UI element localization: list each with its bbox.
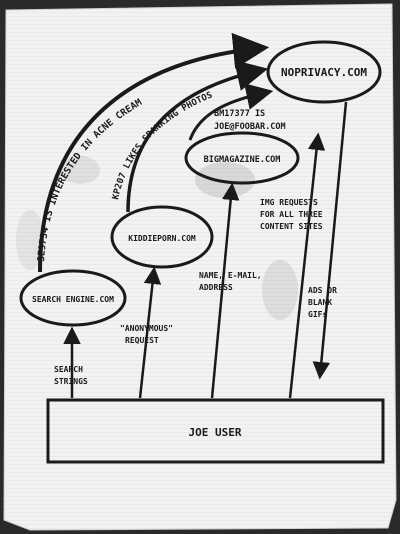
smudge [16, 210, 44, 270]
bigmag-id-line1: BM17377 IS [214, 109, 265, 119]
name-email-line1: NAME, E-MAIL, [199, 271, 262, 280]
name-email-line2: ADDRESS [199, 283, 233, 292]
anonymous-line1: "ANONYMOUS" [120, 324, 173, 333]
napkin-paper [3, 3, 397, 531]
bigmag-id-line2: JOE@FOOBAR.COM [214, 122, 286, 132]
search-strings-line1: SEARCH [54, 365, 83, 374]
joeuser-box [46, 398, 385, 464]
bigmagazine-node [184, 131, 300, 185]
bigmagazine-label: BIGMAGAZINE.COM [204, 155, 281, 165]
smudge [262, 260, 298, 320]
name-email-arrow [210, 182, 240, 399]
ads-gifs-arrow [312, 101, 348, 380]
img-requests-line2: FOR ALL THREE [260, 210, 323, 219]
joeuser-label: JOE USER [189, 426, 242, 439]
ads-line3: GIFs [308, 310, 327, 319]
kiddieporn-node [110, 205, 214, 269]
kiddie-to-noprivacy-arrow [126, 60, 269, 213]
searchengine-node [19, 269, 127, 327]
img-requests-line3: CONTENT SITES [260, 222, 323, 231]
ads-line1: ADS OR [308, 286, 337, 295]
noprivacy-label: NOPRIVACY.COM [281, 66, 367, 79]
img-requests-line1: IMG REQUESTS [260, 198, 318, 207]
search-to-noprivacy-arrow [38, 32, 270, 273]
searchengine-label: SEARCH ENGINE.COM [32, 295, 114, 304]
anonymous-request-arrow [138, 266, 162, 399]
smudge [195, 162, 255, 198]
bigmag-to-noprivacy-arrow [188, 83, 274, 141]
ads-line2: BLANK [308, 298, 332, 307]
search-strings-line2: STRINGS [54, 377, 88, 386]
smudge [60, 156, 100, 184]
kiddieporn-label: KIDDIEPORN.COM [128, 234, 196, 243]
img-requests-arrow [288, 132, 326, 399]
anonymous-line2: REQUEST [125, 336, 159, 345]
